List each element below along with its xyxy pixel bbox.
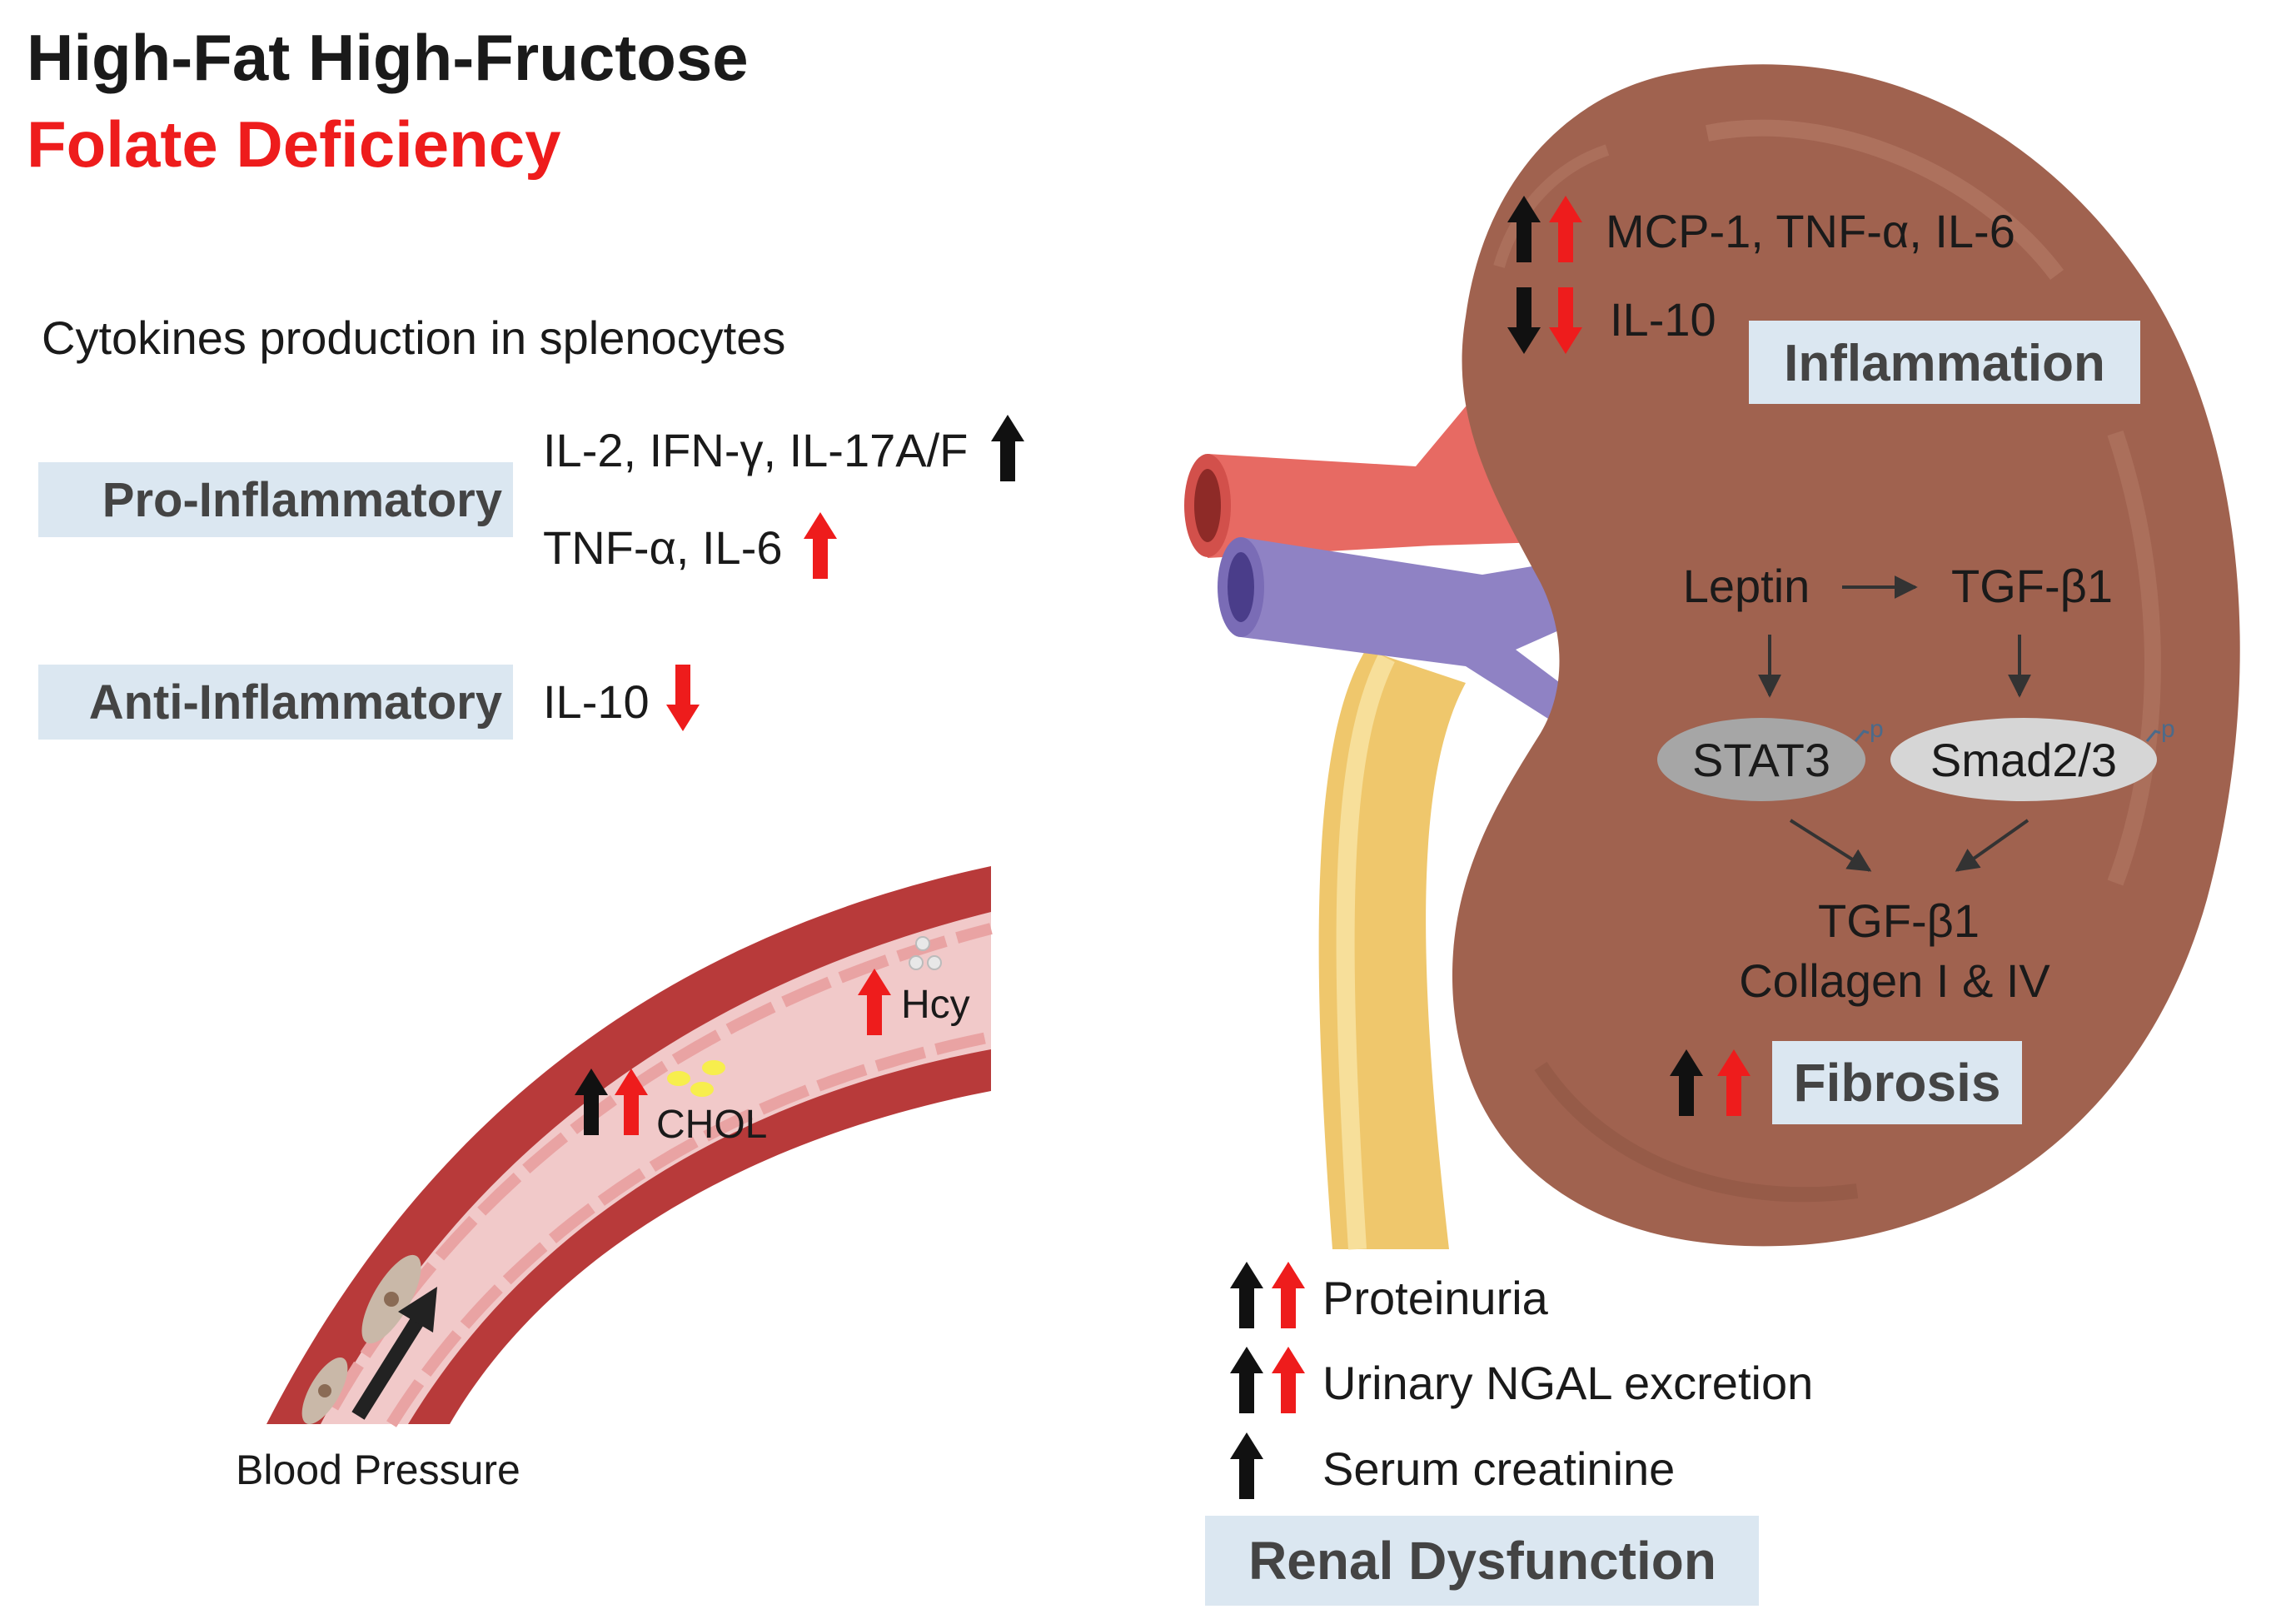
pro-item-1: IL-2, IFN-γ, IL-17A/F — [543, 424, 968, 476]
stat3-node — [1657, 718, 1865, 801]
pro-inflammatory-label: Pro-Inflammatory — [102, 473, 502, 527]
leptin-label: Leptin — [1683, 560, 1810, 612]
up-arrow-icon — [1230, 1432, 1263, 1499]
down-arrow-icon — [666, 665, 700, 731]
renal-dysfunction-label: Renal Dysfunction — [1248, 1531, 1716, 1591]
up-arrow-icon — [804, 512, 837, 579]
stat3-label: STAT3 — [1692, 734, 1830, 786]
inflammation-box — [1749, 321, 2140, 404]
up-arrow-icon — [991, 415, 1024, 481]
hcy-label: Hcy — [901, 983, 970, 1027]
kidney-inflam-down: IL-10 — [1610, 293, 1716, 346]
up-arrow-icon — [1230, 1347, 1263, 1413]
anti-inflammatory-label: Anti-Inflammatory — [89, 675, 502, 730]
renal-dysfunction-box — [1205, 1516, 1759, 1606]
title-line-2: Folate Deficiency — [27, 107, 561, 181]
smad-phospho: p — [2161, 715, 2175, 743]
tgf-top-label: TGF-β1 — [1951, 560, 2113, 612]
anti-item-1: IL-10 — [543, 675, 650, 728]
anti-inflammatory-box — [38, 665, 513, 740]
blood-vessel-illustration — [266, 866, 999, 1432]
renal-item-2: Urinary NGAL excretion — [1322, 1357, 1813, 1409]
renal-item-1: Proteinuria — [1322, 1272, 1549, 1324]
blood-pressure-label: Blood Pressure — [236, 1447, 520, 1493]
tgf-bottom-label: TGF-β1 — [1818, 894, 1980, 947]
smad-label: Smad2/3 — [1930, 734, 2117, 786]
fibrosis-box — [1772, 1041, 2022, 1124]
pro-inflammatory-box — [38, 462, 513, 537]
smad-node — [1890, 718, 2157, 801]
pro-item-2: TNF-α, IL-6 — [543, 521, 783, 574]
fibrosis-label: Fibrosis — [1794, 1053, 2001, 1113]
chol-label: CHOL — [656, 1103, 767, 1147]
up-arrow-icon — [1272, 1347, 1305, 1413]
title-line-1: High-Fat High-Fructose — [27, 21, 749, 94]
stat3-phospho: p — [1870, 715, 1884, 743]
renal-item-3: Serum creatinine — [1322, 1442, 1675, 1495]
splenocytes-heading: Cytokines production in splenocytes — [42, 311, 785, 364]
kidney-inflam-up: MCP-1, TNF-α, IL-6 — [1606, 205, 2015, 257]
up-arrow-icon — [1230, 1262, 1263, 1328]
up-arrow-icon — [1272, 1262, 1305, 1328]
collagen-label: Collagen I & IV — [1739, 954, 2050, 1007]
inflammation-label: Inflammation — [1784, 335, 2105, 392]
